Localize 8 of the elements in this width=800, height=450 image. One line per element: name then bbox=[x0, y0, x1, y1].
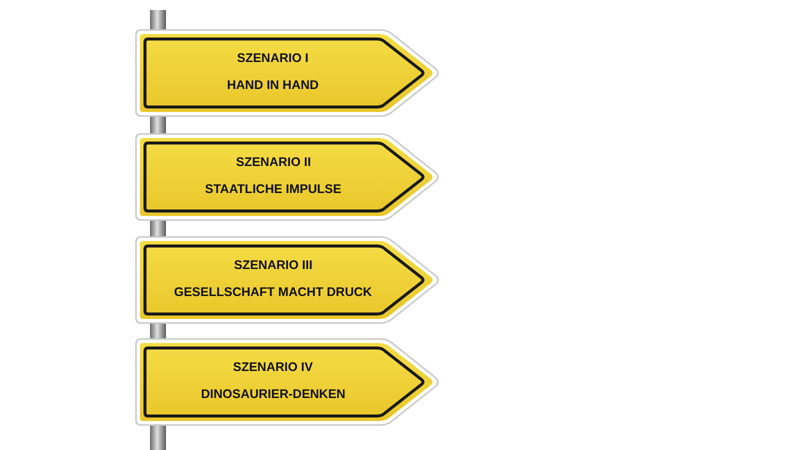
sign-title: SZENARIO IV bbox=[233, 360, 313, 374]
sign-title: SZENARIO I bbox=[237, 51, 309, 65]
sign-title: SZENARIO II bbox=[236, 155, 312, 169]
sign-subtitle: HAND IN HAND bbox=[227, 78, 319, 92]
sign-title: SZENARIO III bbox=[234, 258, 312, 272]
sign-subtitle: GESELLSCHAFT MACHT DRUCK bbox=[174, 285, 372, 299]
sign-subtitle: DINOSAURIER-DENKEN bbox=[201, 387, 346, 401]
sign-subtitle: STAATLICHE IMPULSE bbox=[205, 182, 342, 196]
